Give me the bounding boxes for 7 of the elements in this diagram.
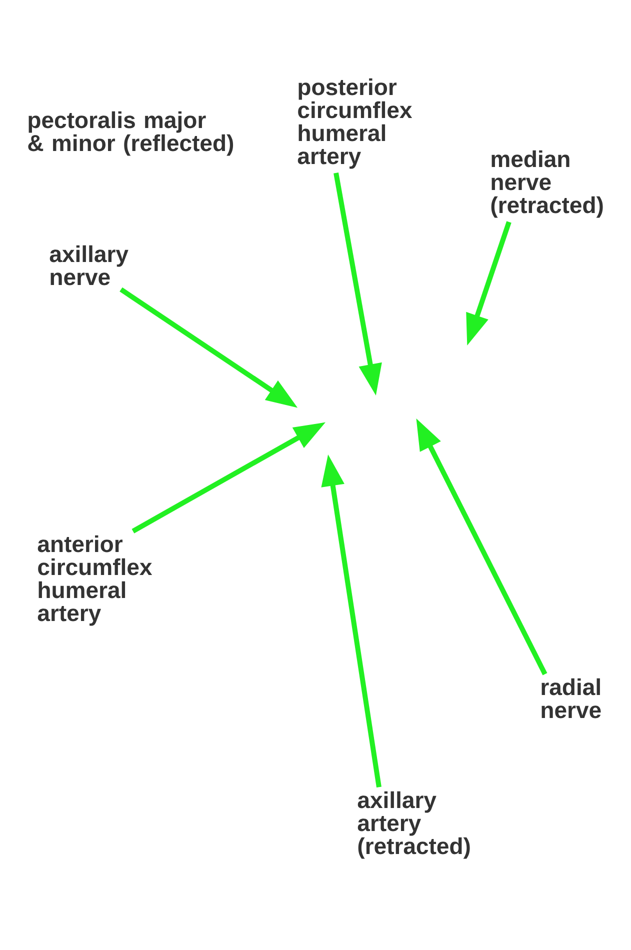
- callout-label: posterior circumflex humeral artery: [298, 78, 412, 169]
- callout-label: radial nerve: [542, 678, 601, 718]
- callout-label: axillary artery (retracted): [358, 791, 470, 859]
- callout-label: median nerve (retracted): [491, 150, 603, 218]
- callout-label: anterior circumflex humeral artery: [38, 535, 152, 626]
- callout-label: axillary nerve: [50, 245, 128, 286]
- label-text: pectoralis major & minor (reflected): [28, 111, 234, 156]
